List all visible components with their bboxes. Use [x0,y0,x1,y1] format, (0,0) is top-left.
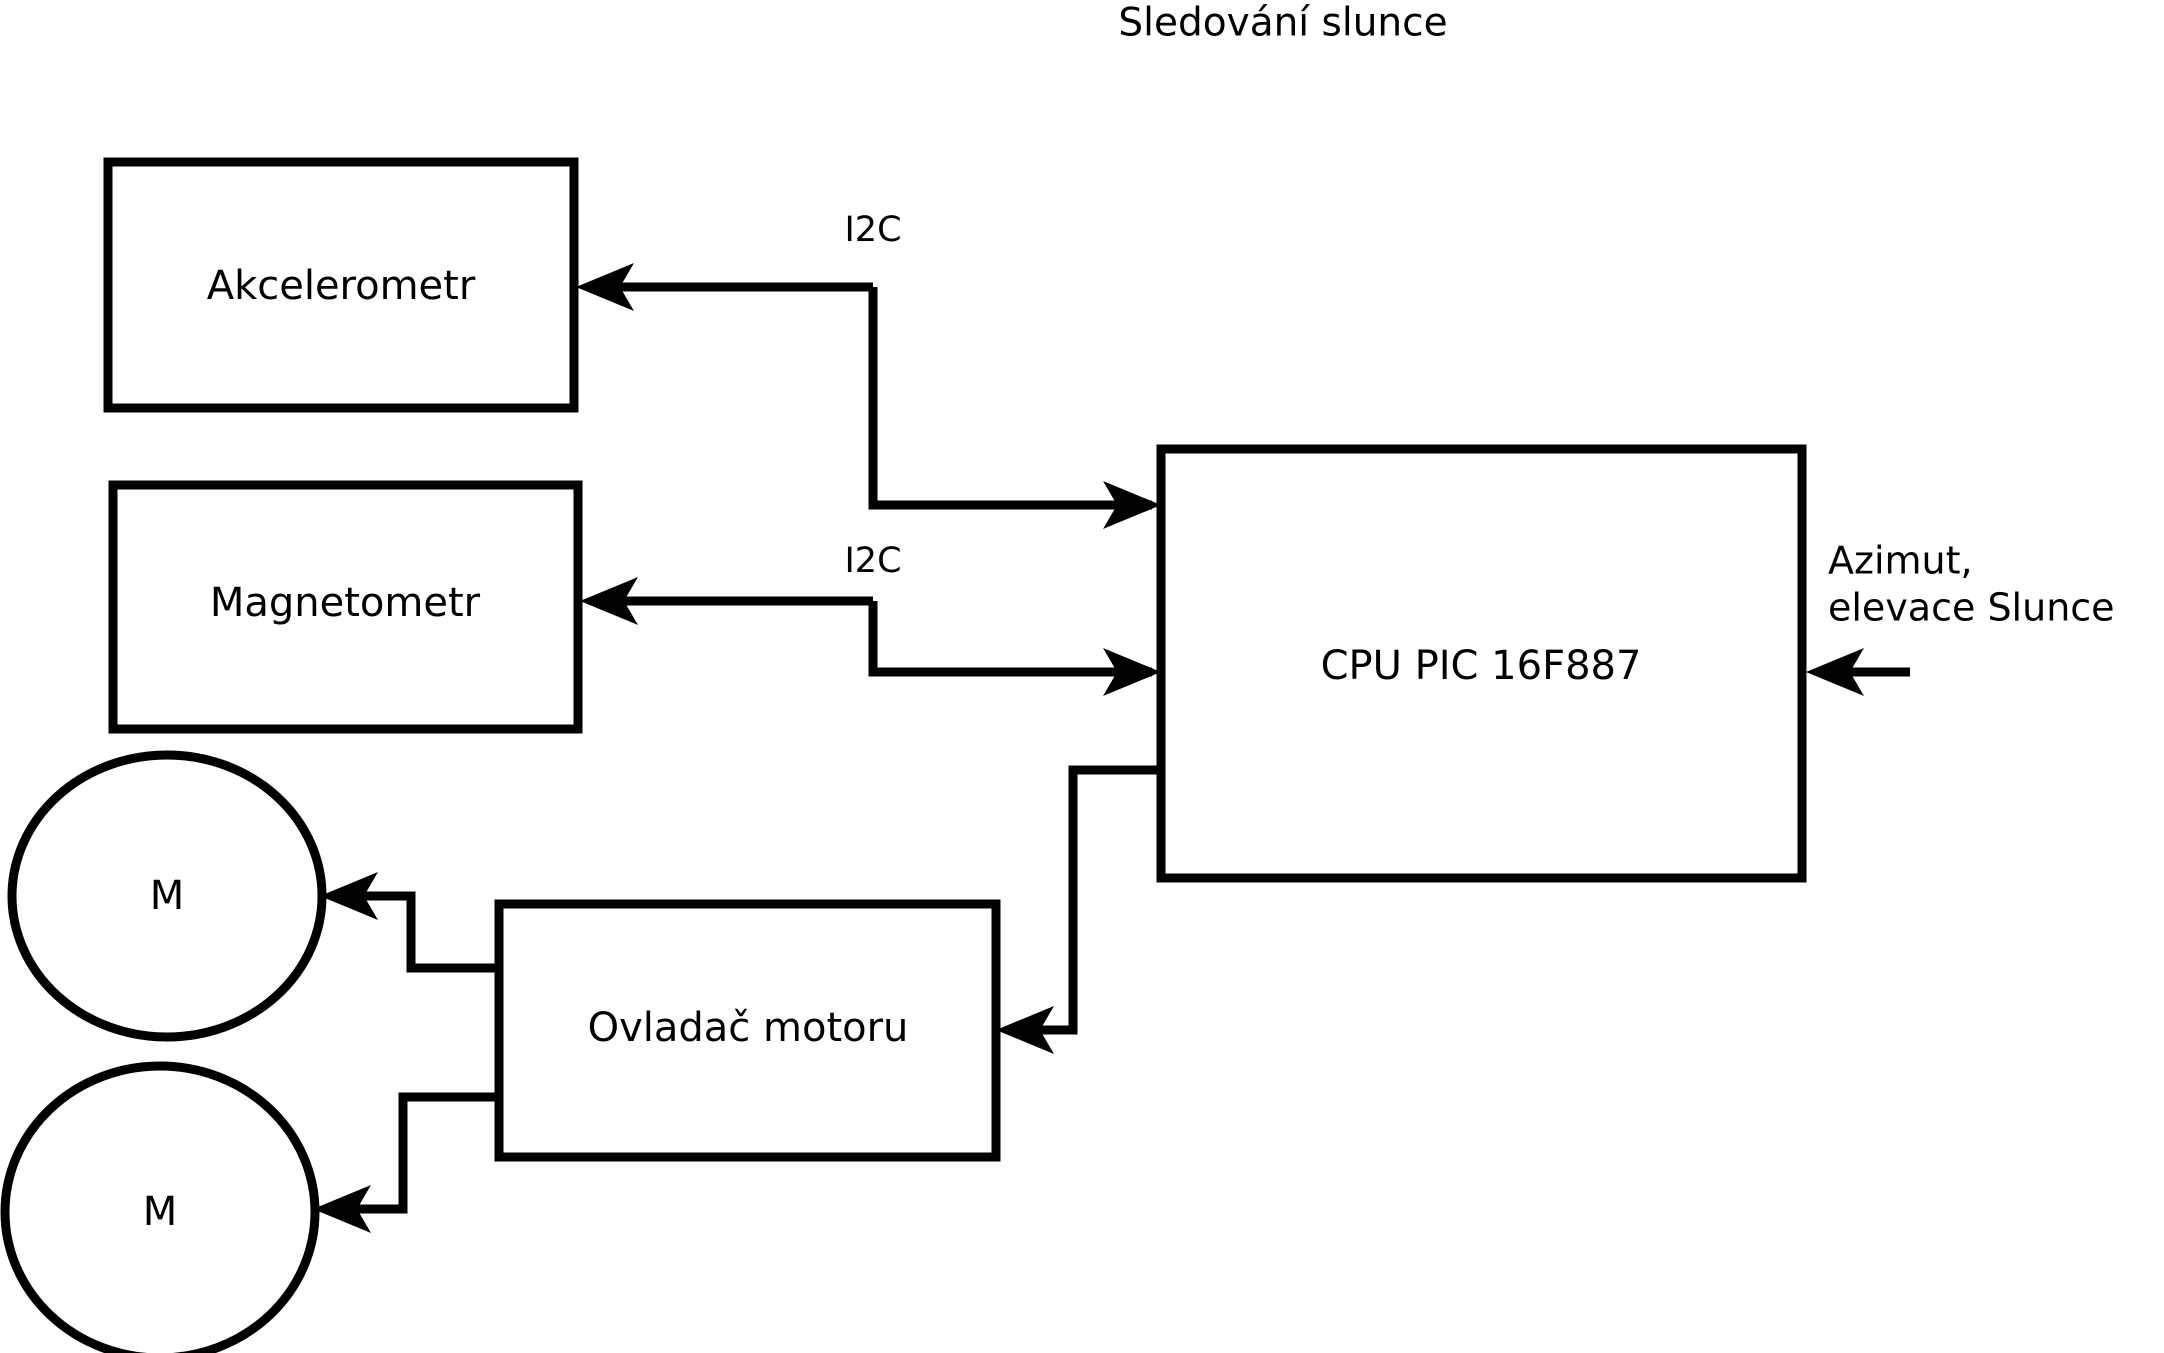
cpu-label: CPU PIC 16F887 [1321,643,1642,689]
arrowhead-into-ovladac [996,1006,1054,1054]
motor-1-label: M [150,873,185,919]
arrowhead-into-cpu-lower [1103,648,1161,696]
edge-label-i2c-akcelerometr: I2C [844,210,901,250]
node-motor-1[interactable]: M [7,750,327,1042]
cpu-box [1156,444,1807,883]
edge-external-input-to-cpu [1806,648,1910,696]
akcelerometr-to-cpu-line [868,287,1152,510]
ovladac-motoru-label: Ovladač motoru [588,1005,909,1051]
node-magnetometr[interactable]: Magnetometr [108,480,583,734]
arrowhead-into-motor-1 [320,872,378,920]
ovladac-motoru-box [494,899,1001,1162]
magnetometr-box [108,480,583,734]
ovladac-to-motor-2-line [343,1092,499,1214]
akcelerometr-box [103,157,579,413]
motor-2-circle [0,1061,320,1353]
page-title: Sledování slunce [1118,1,1447,46]
azimut-label-line1: Azimut, [1828,539,1973,583]
node-akcelerometr[interactable]: Akcelerometr [103,157,579,413]
edge-ovladac-to-motor-2 [313,1092,499,1233]
edge-label-i2c-magnetometr: I2C [844,541,901,581]
edge-cpu-to-ovladac [996,765,1161,1054]
arrowhead-into-cpu-external [1806,648,1864,696]
cpu-to-ovladac-line [1025,765,1161,1035]
arrowhead-into-akcelerometr [576,263,634,311]
motor-2-label: M [143,1189,178,1235]
node-cpu[interactable]: CPU PIC 16F887 [1156,444,1807,883]
external-input-label-group: Azimut, elevace Slunce [1828,539,2115,630]
magnetometr-to-cpu-line [868,601,1152,677]
magnetometr-label: Magnetometr [210,580,481,626]
edge-ovladac-to-motor-1 [320,872,499,973]
node-motor-2[interactable]: M [0,1061,320,1353]
edge-cpu-to-magnetometr: I2C [580,541,1161,696]
node-ovladac-motoru[interactable]: Ovladač motoru [494,899,1001,1162]
azimut-label-line2: elevace Slunce [1828,586,2115,630]
edge-cpu-to-akcelerometr: I2C [576,210,1161,529]
arrowhead-into-magnetometr [580,577,638,625]
arrowhead-into-cpu-upper [1103,481,1161,529]
akcelerometr-label: Akcelerometr [207,263,476,309]
arrowhead-into-motor-2 [313,1185,371,1233]
ovladac-to-motor-1-line [350,891,499,973]
